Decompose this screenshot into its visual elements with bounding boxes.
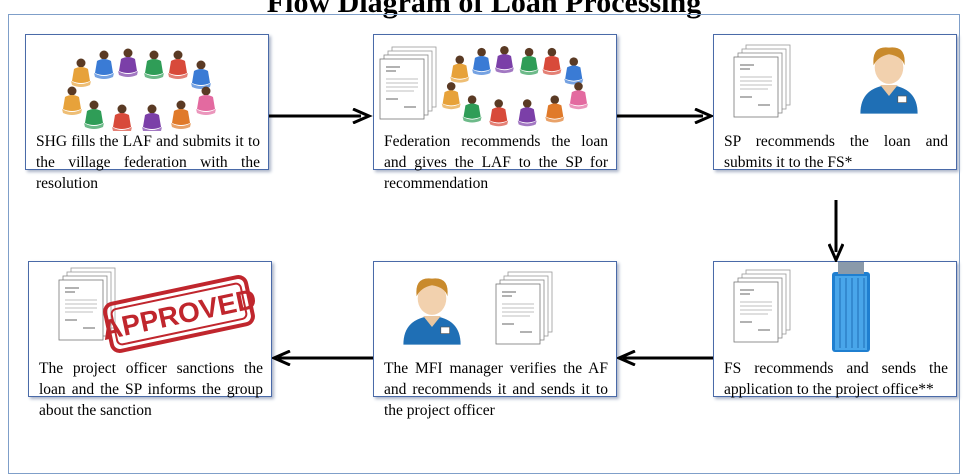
person-icon — [402, 277, 462, 346]
step-sp-recommends: SP recommends the loan and submits it to… — [713, 34, 958, 171]
sp-art — [714, 35, 958, 131]
mfi-art — [374, 262, 618, 358]
step-caption: SP recommends the loan and submits it to… — [724, 133, 948, 171]
office-building-icon — [831, 262, 871, 353]
step-federation-recommends: Federation recommends the loan and gives… — [373, 34, 618, 192]
arrow-step5-to-step6 — [272, 350, 373, 366]
document-stack-icon — [495, 271, 553, 345]
step-caption: The project officer sanctions the loan a… — [39, 360, 263, 419]
step-fs-recommends: FS recommends and sends the application … — [713, 261, 958, 398]
approved-stamp-icon: APPROVED — [99, 275, 259, 353]
document-stack-icon — [379, 46, 437, 120]
federation-art — [374, 35, 618, 131]
fs-art — [714, 262, 958, 358]
arrow-step1-to-step2 — [269, 108, 373, 124]
step-mfi-verifies: The MFI manager verifies the AF and reco… — [373, 261, 618, 419]
step-project-officer-sanctions: APPROVED The project officer sanctions t… — [28, 261, 273, 419]
step-caption: SHG fills the LAF and submits it to the … — [36, 133, 260, 192]
group-circle-icon — [442, 46, 588, 126]
arrow-step3-to-step4 — [828, 200, 844, 262]
step-caption: Federation recommends the loan and gives… — [384, 133, 608, 192]
approval-art: APPROVED — [29, 262, 273, 358]
document-stack-icon — [733, 44, 791, 118]
arrow-step4-to-step5 — [617, 350, 713, 366]
person-icon — [859, 46, 919, 115]
step-shg-fills-laf: SHG fills the LAF and submits it to the … — [25, 34, 270, 192]
group-circle-icon — [26, 35, 270, 131]
arrow-step2-to-step3 — [617, 108, 713, 124]
document-stack-icon — [733, 269, 791, 343]
step-caption: The MFI manager verifies the AF and reco… — [384, 360, 608, 419]
step-caption: FS recommends and sends the application … — [724, 360, 948, 398]
